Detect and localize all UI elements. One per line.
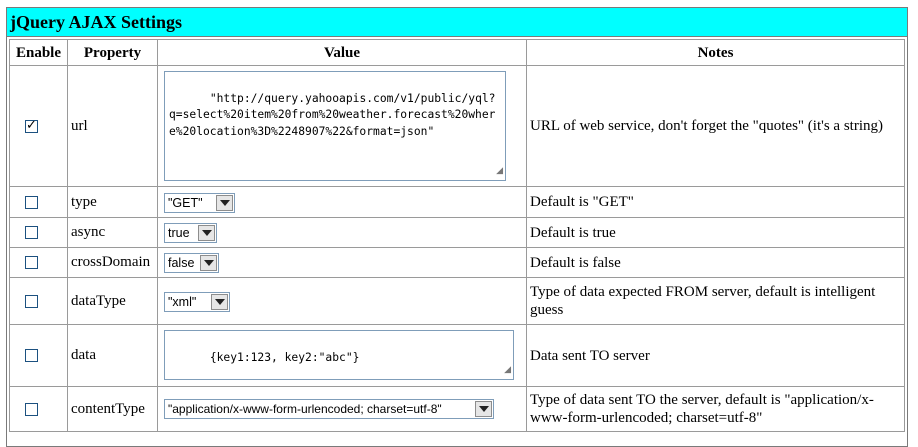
async-selected-value: true: [168, 226, 190, 240]
panel-title: jQuery AJAX Settings: [7, 8, 907, 37]
value-cell-url: "http://query.yahooapis.com/v1/public/yq…: [157, 65, 527, 187]
checkmark-icon: ✓: [26, 117, 37, 133]
contenttype-selected-value: "application/x-www-form-urlencoded; char…: [168, 402, 442, 416]
type-selected-value: "GET": [168, 196, 203, 210]
url-textarea[interactable]: "http://query.yahooapis.com/v1/public/yq…: [164, 71, 506, 181]
enable-checkbox-crossdomain[interactable]: [25, 256, 38, 269]
col-header-enable: Enable: [9, 39, 68, 66]
type-select[interactable]: "GET": [164, 193, 235, 213]
col-header-value: Value: [157, 39, 527, 66]
enable-cell-crossdomain: [9, 247, 68, 278]
enable-cell-type: [9, 186, 68, 218]
crossdomain-select[interactable]: false: [164, 253, 219, 273]
value-cell-crossdomain: false: [157, 247, 527, 278]
notes-url: URL of web service, don't forget the "qu…: [526, 65, 905, 187]
chevron-down-icon[interactable]: [200, 255, 217, 271]
enable-cell-contenttype: [9, 386, 68, 432]
property-async: async: [67, 217, 158, 248]
enable-checkbox-contenttype[interactable]: [25, 402, 38, 416]
enable-cell-async: [9, 217, 68, 248]
value-cell-datatype: "xml": [157, 277, 527, 325]
resize-grip-icon[interactable]: ◢: [504, 364, 511, 375]
enable-checkbox-url[interactable]: ✓: [25, 117, 38, 133]
property-data: data: [67, 324, 158, 387]
property-url: url: [67, 65, 158, 187]
notes-crossdomain: Default is false: [526, 247, 905, 278]
value-cell-type: "GET": [157, 186, 527, 218]
chevron-down-icon[interactable]: [216, 195, 233, 211]
property-datatype: dataType: [67, 277, 158, 325]
notes-type: Default is "GET": [526, 186, 905, 218]
enable-checkbox-datatype[interactable]: [25, 294, 38, 308]
property-contenttype: contentType: [67, 386, 158, 432]
notes-contenttype: Type of data sent TO the server, default…: [526, 386, 905, 432]
enable-cell-data: [9, 324, 68, 387]
enable-checkbox-data[interactable]: [25, 349, 38, 362]
notes-datatype: Type of data expected FROM server, defau…: [526, 277, 905, 325]
notes-async: Default is true: [526, 217, 905, 248]
enable-checkbox-type[interactable]: [25, 195, 38, 209]
data-value: {key1:123, key2:"abc"}: [209, 350, 360, 364]
url-value: "http://query.yahooapis.com/v1/public/yq…: [169, 91, 496, 138]
datatype-select[interactable]: "xml": [164, 292, 230, 312]
value-cell-async: true: [157, 217, 527, 248]
crossdomain-selected-value: false: [168, 256, 195, 270]
chevron-down-icon[interactable]: [198, 225, 215, 241]
chevron-down-icon[interactable]: [211, 294, 228, 310]
notes-data: Data sent TO server: [526, 324, 905, 387]
enable-cell-datatype: [9, 277, 68, 325]
col-header-property: Property: [67, 39, 158, 66]
property-type: type: [67, 186, 158, 218]
enable-checkbox-async[interactable]: [25, 226, 38, 239]
contenttype-select[interactable]: "application/x-www-form-urlencoded; char…: [164, 399, 494, 419]
value-cell-data: {key1:123, key2:"abc"} ◢: [157, 324, 527, 387]
col-header-notes: Notes: [526, 39, 905, 66]
async-select[interactable]: true: [164, 223, 217, 243]
ajax-settings-panel: jQuery AJAX Settings Enable Property Val…: [6, 7, 908, 447]
resize-grip-icon[interactable]: ◢: [496, 165, 503, 176]
data-textarea[interactable]: {key1:123, key2:"abc"} ◢: [164, 330, 514, 380]
value-cell-contenttype: "application/x-www-form-urlencoded; char…: [157, 386, 527, 432]
datatype-selected-value: "xml": [168, 295, 197, 309]
property-crossdomain: crossDomain: [67, 247, 158, 278]
enable-cell-url: ✓: [9, 65, 68, 187]
chevron-down-icon[interactable]: [475, 401, 492, 417]
